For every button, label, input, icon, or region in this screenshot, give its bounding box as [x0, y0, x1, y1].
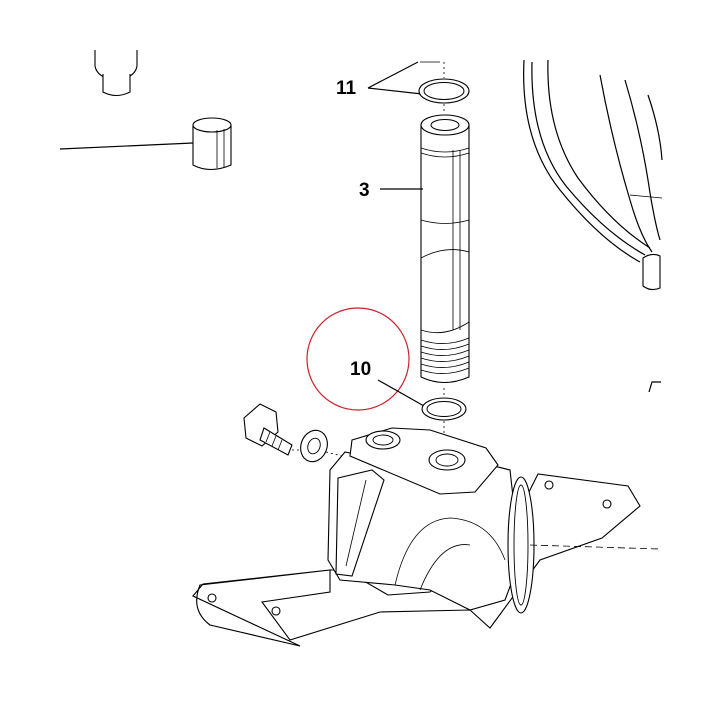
bolt	[243, 403, 304, 456]
o-ring-bottom	[421, 397, 467, 421]
callout-label-3: 3	[359, 180, 370, 201]
o-ring-top	[418, 78, 470, 104]
callout-11-leaders	[367, 61, 440, 95]
callout-label-11: 11	[336, 78, 357, 99]
partial-part-top-left	[94, 50, 138, 97]
pin-shaft	[420, 114, 470, 384]
cable-harness	[523, 59, 663, 291]
base-housing	[192, 427, 661, 647]
callout-label-10: 10	[350, 359, 371, 380]
callout-10-highlight-circle	[306, 307, 410, 411]
callout-10-leader	[377, 379, 425, 407]
bushing-left	[59, 117, 232, 171]
washer	[300, 429, 351, 463]
edge-mark	[648, 381, 661, 393]
